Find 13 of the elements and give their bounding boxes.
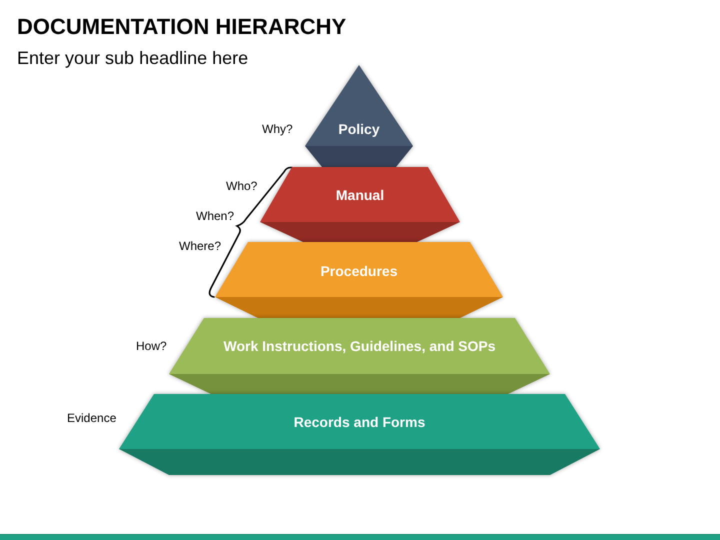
tier-label: Work Instructions, Guidelines, and SOPs <box>223 337 496 355</box>
tier-label: Manual <box>336 186 384 204</box>
title: DOCUMENTATION HIERARCHY <box>17 13 346 41</box>
side-label: Evidence <box>67 410 116 426</box>
tier-label: Records and Forms <box>294 413 426 431</box>
side-label: When? <box>196 208 234 224</box>
subtitle: Enter your sub headline here <box>17 47 248 69</box>
side-label: Where? <box>179 238 222 254</box>
tier-label: Policy <box>338 120 380 138</box>
side-label: Why? <box>262 121 293 137</box>
side-label: How? <box>136 338 167 354</box>
tier-label: Procedures <box>320 262 398 280</box>
side-label: Who? <box>226 178 258 194</box>
